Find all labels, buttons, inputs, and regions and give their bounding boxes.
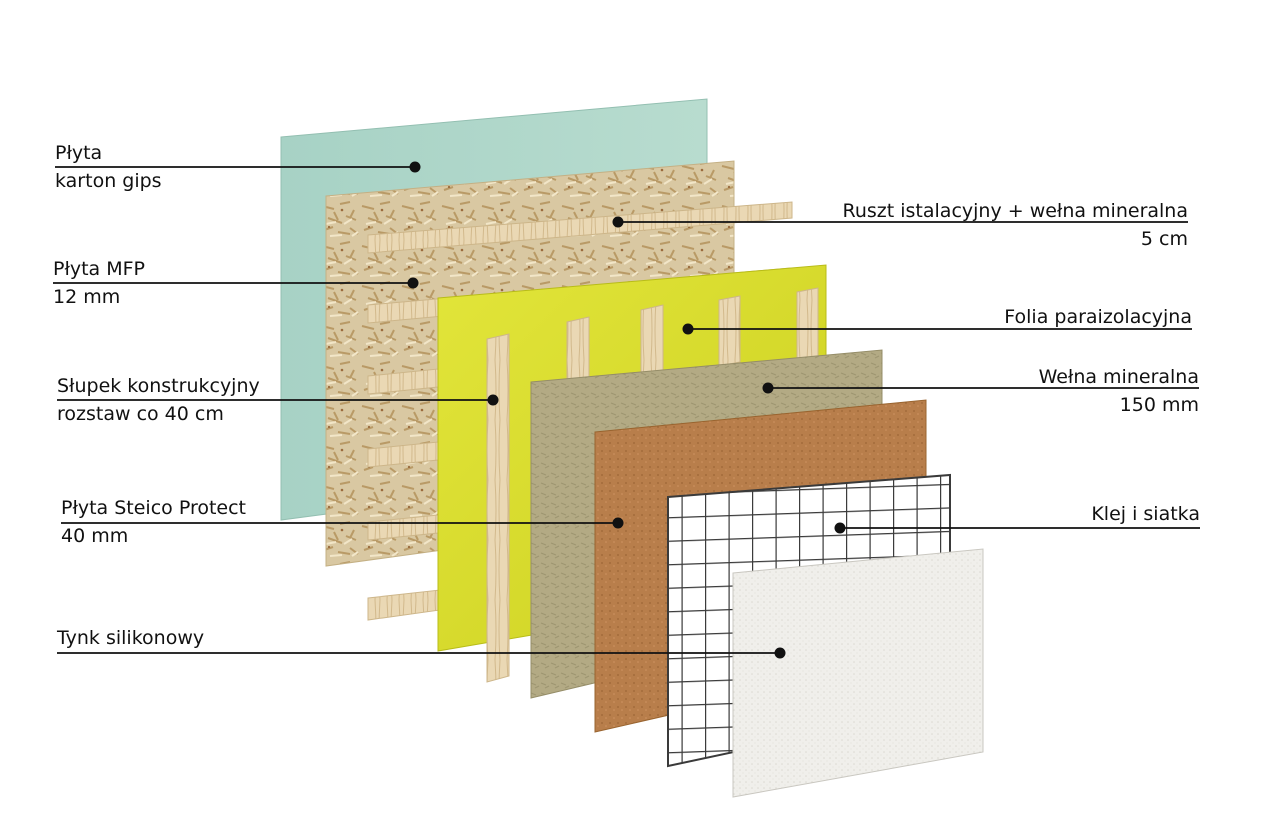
label-mineral-wool: Wełna mineralna 150 mm: [1039, 363, 1199, 419]
structural-studs: [486, 287, 819, 683]
label-gypsum-board: Płyta karton gips: [55, 139, 162, 195]
label-stud-line1: Słupek konstrukcyjny: [57, 375, 260, 397]
label-service-line1: Ruszt istalacyjny + wełna mineralna: [842, 200, 1189, 222]
label-wool-line1: Wełna mineralna: [1038, 366, 1199, 388]
label-mesh: Klej i siatka: [1091, 500, 1200, 528]
label-service-battens: Ruszt istalacyjny + wełna mineralna 5 cm: [843, 197, 1189, 253]
label-stud: Słupek konstrukcyjny rozstaw co 40 cm: [57, 372, 260, 428]
silicone-plaster: [732, 548, 984, 798]
label-gypsum-line2: karton gips: [55, 170, 162, 192]
label-mesh-line1: Klej i siatka: [1091, 503, 1200, 525]
label-steico-line1: Płyta Steico Protect: [61, 497, 246, 519]
label-mfp-board: Płyta MFP 12 mm: [53, 255, 145, 311]
label-vapor-foil: Folia paraizolacyjna: [1004, 303, 1192, 331]
leader-lines: [53, 161, 1200, 659]
label-plaster: Tynk silikonowy: [57, 624, 204, 652]
label-foil-line1: Folia paraizolacyjna: [1004, 306, 1192, 328]
label-mfp-line1: Płyta MFP: [53, 258, 146, 280]
label-gypsum-line1: Płyta: [55, 142, 103, 164]
label-steico: Płyta Steico Protect 40 mm: [61, 494, 246, 550]
label-steico-line2: 40 mm: [61, 525, 129, 547]
label-mfp-line2: 12 mm: [53, 286, 121, 308]
label-stud-line2: rozstaw co 40 cm: [57, 403, 224, 425]
label-plaster-line1: Tynk silikonowy: [57, 627, 205, 649]
label-service-line2: 5 cm: [1140, 228, 1188, 250]
label-wool-line2: 150 mm: [1119, 394, 1199, 416]
